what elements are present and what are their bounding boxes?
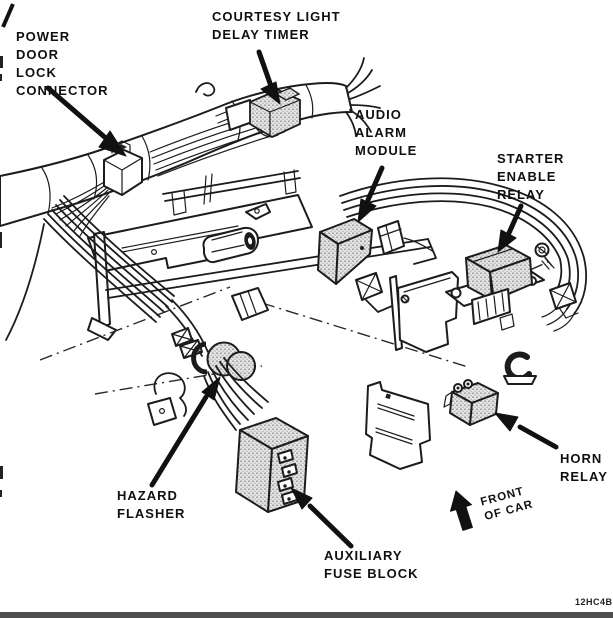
screw [534,242,555,270]
mounting-bracket-assembly [87,169,437,341]
auxiliary-fuse-block-part [203,357,309,513]
auxiliary-fuse-block-arrow [290,487,354,549]
module-connector [377,220,405,255]
callout-starter-enable-relay: STARTER ENABLE RELAY [497,151,565,202]
courtesy-light-delay-timer-part [215,87,301,138]
relay-bracket-plate [389,271,459,353]
harness-branch-left [5,223,45,341]
callout-arrows [45,49,559,549]
figure-code: 12HC4B [575,597,613,607]
angle-bracket [245,203,271,220]
callout-auxiliary-fuse-block: AUXILIARY FUSE BLOCK [324,548,419,581]
callout-power-door-lock-connector: POWER DOOR LOCK CONNECTOR [16,29,109,98]
power-door-lock-connector-part [51,140,143,237]
horn-relay-part [443,379,499,426]
fuse-block-terminals [277,449,298,505]
callout-audio-alarm-module: AUDIO ALARM MODULE [355,107,418,158]
wire-bundle-left [43,195,269,357]
phantom-lines [39,261,549,395]
starter-enable-relay-part [445,242,555,331]
frayed-wire-ends [345,57,381,137]
c-clamp [504,351,532,382]
rolled-tube [202,226,259,264]
courtesy-light-delay-timer-arrow [256,49,281,105]
horn-relay-arrow [494,412,559,450]
hazard-flasher-part [171,327,256,381]
front-of-car-arrow [450,490,473,531]
page-bottom-edge [0,612,613,618]
power-door-lock-arrow [45,85,127,157]
main-harness [0,57,381,341]
harness-clips [503,282,579,385]
starter-enable-relay-arrow [497,203,524,253]
callout-courtesy-light-delay-timer: COURTESY LIGHT DELAY TIMER [212,9,341,42]
tape-sleeve [231,287,269,321]
lower-bracket-plate [365,381,431,470]
hook-clip [147,372,187,426]
audio-alarm-module-part [317,218,435,313]
audio-alarm-module-arrow [357,165,385,223]
callout-horn-relay: HORN RELAY [560,451,608,484]
relay-connector [471,288,511,325]
wire-curl [195,82,216,97]
hazard-flasher-arrow [149,376,221,488]
callout-hazard-flasher: HAZARD FLASHER [117,488,186,521]
